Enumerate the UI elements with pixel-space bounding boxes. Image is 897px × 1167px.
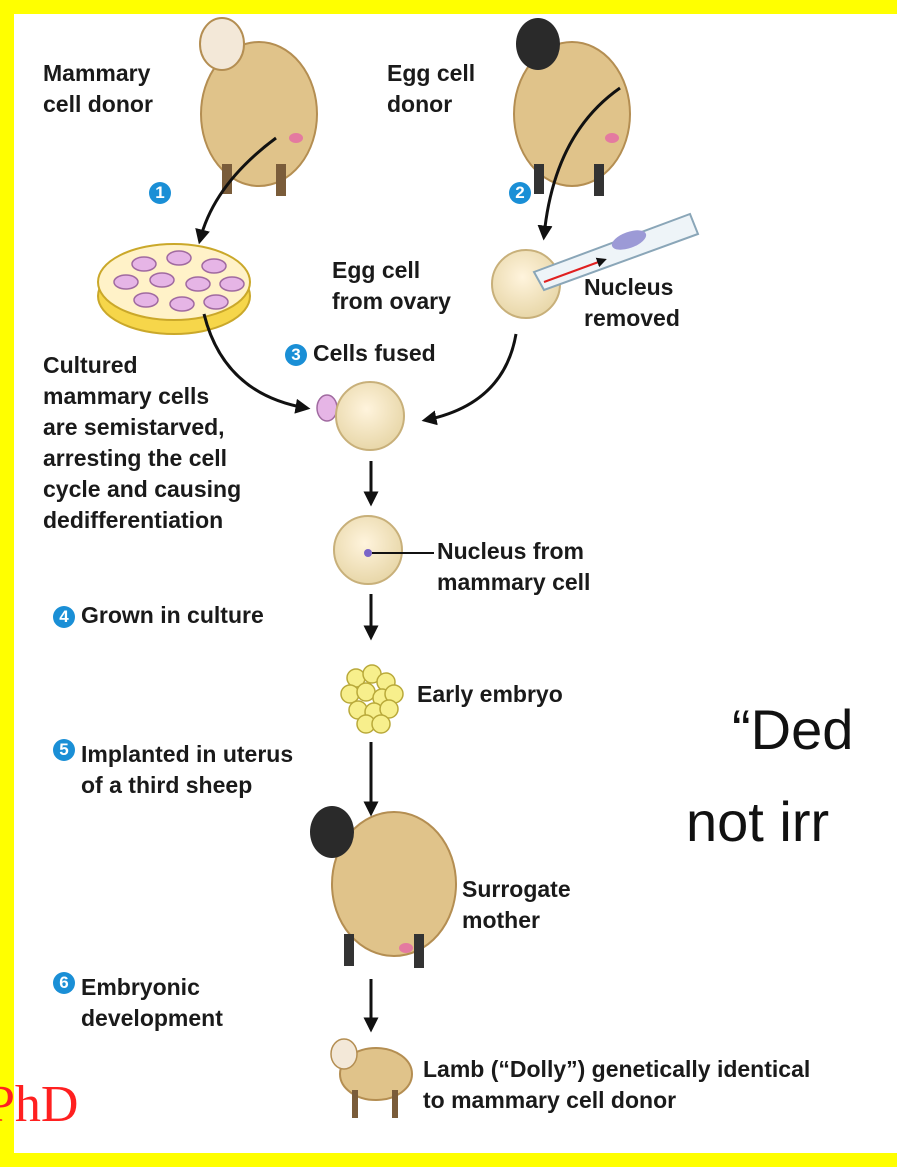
lamb-label: Lamb (“Dolly”) genetically identical to …	[423, 1054, 810, 1116]
cultured-cells-label: Cultured mammary cells are semistarved, …	[43, 350, 241, 536]
slide-text-line2: not irr	[686, 789, 829, 854]
early-embryo-label: Early embryo	[417, 679, 563, 710]
slide-text-line1: “Ded	[732, 697, 853, 762]
surrogate-label: Surrogate mother	[462, 874, 571, 936]
step-3: 3 Cells fused	[285, 338, 436, 369]
step-4-badge: 4	[53, 606, 75, 628]
step-4: 4 Grown in culture	[53, 600, 264, 631]
step-5-text: Implanted in uterus of a third sheep	[81, 739, 353, 801]
surrogate-mother-sheep	[310, 806, 456, 968]
step-6: 6 Embryonic development	[53, 972, 313, 1034]
mammary-donor-label: Mammary cell donor	[43, 58, 153, 120]
step-2: 2	[509, 176, 537, 207]
nucleus-from-label: Nucleus from mammary cell	[437, 536, 590, 598]
step-6-badge: 6	[53, 972, 75, 994]
early-embryo	[341, 665, 403, 733]
lamb-dolly	[331, 1039, 412, 1118]
step-3-text: Cells fused	[313, 340, 436, 366]
egg-donor-sheep	[514, 18, 630, 196]
egg-donor-label: Egg cell donor	[387, 58, 475, 120]
step-5-badge: 5	[53, 739, 75, 761]
egg-from-ovary-label: Egg cell from ovary	[332, 255, 451, 317]
step-4-text: Grown in culture	[81, 602, 264, 628]
nucleus-removed-label: Nucleus removed	[584, 272, 680, 334]
step-1-badge: 1	[149, 182, 171, 204]
petri-dish	[98, 244, 250, 334]
nucleated-egg	[334, 516, 434, 584]
fused-cells	[317, 382, 404, 450]
step-5: 5 Implanted in uterus of a third sheep	[53, 739, 353, 801]
phd-text: PhD	[0, 1075, 78, 1134]
step-3-badge: 3	[285, 344, 307, 366]
step-6-text: Embryonic development	[81, 972, 313, 1034]
mammary-donor-sheep	[200, 18, 317, 196]
diagram-canvas: Mammary cell donor Egg cell donor Egg ce…	[14, 14, 897, 1153]
step-1: 1	[149, 176, 177, 207]
step-2-badge: 2	[509, 182, 531, 204]
